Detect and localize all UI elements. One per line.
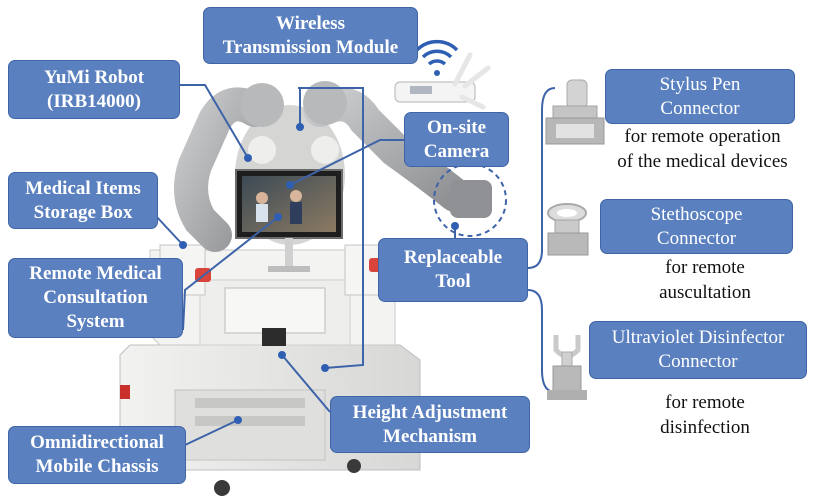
uv-connector-icon xyxy=(547,335,587,400)
wifi-icon xyxy=(415,39,459,76)
upper-cabinet-shape xyxy=(149,244,396,346)
replaceable-tool-label: Replaceable Tool xyxy=(378,238,528,302)
stylus-connector-label-line2: Connector xyxy=(660,97,740,119)
uv-connector-label: Ultraviolet Disinfector Connector xyxy=(589,321,807,379)
stylus-connector-description: for remote operation of the medical devi… xyxy=(595,124,810,174)
yumi-robot-label: YuMi Robot (IRB14000) xyxy=(8,60,180,119)
uv-connector-label-line2: Connector xyxy=(658,351,738,372)
onsite-camera-label: On-site Camera xyxy=(404,112,509,167)
storage-box-label-line2: Storage Box xyxy=(33,201,133,223)
uv-description-line1: for remote xyxy=(665,392,745,413)
height-adjustment-label: Height Adjustment Mechanism xyxy=(330,396,530,453)
mobile-chassis-label: Omnidirectional Mobile Chassis xyxy=(8,426,186,484)
stethoscope-connector-label-line1: Stethoscope xyxy=(650,203,743,225)
stethoscope-connector-icon xyxy=(547,203,589,256)
onsite-camera-label-line1: On-site xyxy=(426,116,487,138)
consultation-system-label: Remote Medical Consultation System xyxy=(8,258,183,338)
stylus-description-line2: of the medical devices xyxy=(617,151,788,172)
height-adjustment-label-line2: Mechanism xyxy=(383,425,477,447)
height-adjustment-label-line1: Height Adjustment xyxy=(352,401,508,423)
stylus-connector-label: Stylus Pen Connector xyxy=(605,69,795,124)
stethoscope-description-line1: for remote xyxy=(665,257,745,278)
storage-box-label-line1: Medical Items xyxy=(25,177,141,199)
stylus-connector-label-line1: Stylus Pen xyxy=(659,73,741,95)
uv-description-line2: disinfection xyxy=(660,417,750,438)
leader-dots xyxy=(179,123,459,424)
consultation-system-label-line1: Remote Medical xyxy=(29,263,162,284)
stethoscope-description-line2: auscultation xyxy=(659,282,751,303)
onsite-camera-label-line2: Camera xyxy=(423,140,490,162)
stethoscope-connector-description: for remote auscultation xyxy=(620,255,790,305)
storage-box-label: Medical Items Storage Box xyxy=(8,172,158,229)
stylus-description-line1: for remote operation xyxy=(624,126,781,147)
stylus-connector-icon xyxy=(545,79,605,145)
uv-connector-description: for remote disinfection xyxy=(620,390,790,440)
wireless-module-label-line1: Wireless xyxy=(276,12,345,34)
consultation-system-label-line2: Consultation xyxy=(43,287,148,308)
tool-highlight-circle xyxy=(433,163,507,237)
replaceable-tool-label-line2: Tool xyxy=(435,271,471,292)
mobile-chassis-label-line2: Mobile Chassis xyxy=(35,456,159,477)
uv-connector-label-line1: Ultraviolet Disinfector xyxy=(611,327,785,348)
wireless-module-label-line2: Transmission Module xyxy=(222,36,399,58)
yumi-robot-label-line2: (IRB14000) xyxy=(47,90,141,112)
wireless-module-shape xyxy=(394,52,491,110)
wireless-module-label: Wireless Transmission Module xyxy=(203,7,418,64)
stethoscope-connector-label: Stethoscope Connector xyxy=(600,199,793,254)
replaceable-tool-label-line1: Replaceable xyxy=(403,247,503,268)
leader-lines xyxy=(154,84,556,446)
consultation-system-label-line3: System xyxy=(66,311,125,332)
stethoscope-connector-label-line2: Connector xyxy=(656,227,737,249)
mobile-chassis-label-line1: Omnidirectional xyxy=(30,432,164,453)
yumi-robot-label-line1: YuMi Robot xyxy=(43,66,145,88)
